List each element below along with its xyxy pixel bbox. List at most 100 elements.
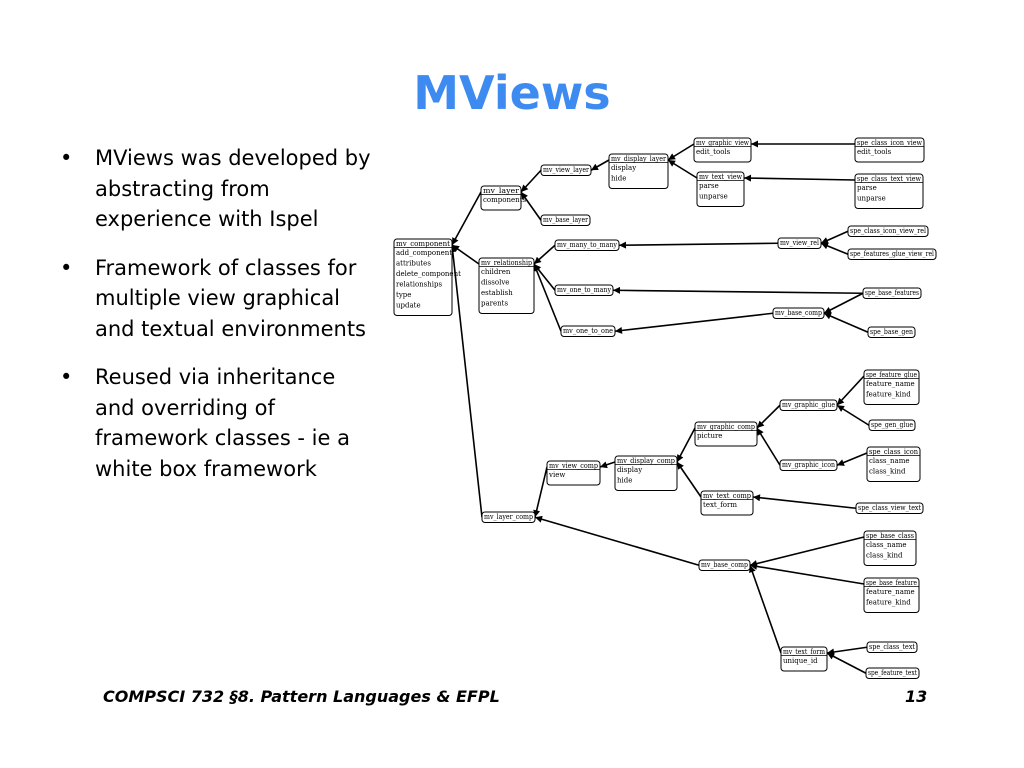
class-box-mv-view-rel: mv_view_rel	[777, 237, 822, 249]
class-attribute: hide	[617, 477, 632, 485]
class-box-frame	[866, 641, 918, 653]
inheritance-arrow	[520, 169, 542, 193]
class-box-spe-base-features: spe_base_features	[862, 287, 922, 299]
class-attribute: class_name	[866, 541, 906, 549]
class-attribute: children	[481, 268, 511, 276]
inheritance-arrow	[599, 461, 616, 469]
inheritance-arrow	[749, 564, 782, 654]
class-attribute: feature_kind	[866, 391, 911, 399]
class-attribute: unique_id	[783, 657, 818, 665]
class-box-frame	[854, 137, 925, 163]
class-box-frame	[700, 490, 754, 516]
class-box-mv-layer-comp: mv_layer_comp	[481, 511, 536, 523]
inheritance-arrow	[752, 494, 857, 510]
class-attribute: relationships	[396, 281, 442, 289]
inheritance-arrow	[756, 427, 781, 466]
inheritance-arrow	[667, 143, 695, 161]
bullet-list: •MViews was developed by abstracting fro…	[60, 143, 380, 502]
class-box-frame	[480, 185, 522, 211]
class-name: mv_base_comp	[701, 561, 748, 569]
inheritance-arrow	[612, 286, 864, 295]
class-attribute: class_name	[869, 457, 909, 465]
inheritance-arrow	[449, 244, 483, 518]
class-attribute: feature_kind	[866, 599, 911, 607]
class-name: mv_component	[396, 240, 450, 248]
inheritance-arrow	[533, 263, 562, 332]
inheritance-arrow	[590, 159, 610, 171]
class-box-spe-features-glue-view-rel: spe_features_glue_view_rel	[847, 248, 937, 260]
bullet-dot: •	[60, 365, 73, 389]
class-name: spe_class_text_view	[857, 175, 921, 183]
class-box-frame	[546, 460, 601, 486]
class-box-spe-class-icon-view-rel: spe_class_icon_view_rel	[847, 225, 929, 237]
class-box-spe-feature-text: spe_feature_text	[865, 667, 920, 679]
class-name: mv_one_to_one	[563, 327, 613, 335]
class-box-frame	[865, 667, 920, 679]
class-attribute: edit_tools	[696, 148, 731, 156]
class-attribute: edit_tools	[857, 148, 892, 156]
class-name: spe_base_feature	[866, 579, 917, 587]
class-name: spe_base_class	[866, 532, 914, 540]
class-attribute: class_kind	[869, 468, 906, 476]
class-name: mv_text_view	[699, 173, 742, 181]
class-attribute: hide	[611, 175, 626, 183]
inheritance-arrow	[836, 452, 868, 466]
class-attribute: text_form	[703, 501, 737, 509]
bullet-text: Framework of classes for multiple view g…	[95, 255, 367, 341]
class-box-frame	[867, 326, 916, 338]
class-name: mv_base_comp	[775, 309, 822, 317]
class-name: spe_base_gen	[870, 328, 913, 336]
class-box-frame	[554, 284, 614, 296]
class-attribute: parents	[481, 300, 508, 308]
bullet-dot: •	[60, 255, 73, 280]
class-box-mv-view-layer: mv_view_layer	[540, 164, 592, 176]
class-box-frame	[862, 287, 922, 299]
class-box-frame	[481, 511, 536, 523]
class-name: mv_text_form	[783, 648, 825, 656]
bullet-dot: •	[60, 146, 73, 170]
class-name: mv_view_comp	[549, 462, 598, 470]
class-name: spe_class_icon	[869, 448, 918, 456]
inheritance-arrow	[676, 427, 696, 463]
class-attribute: delete_component	[396, 270, 461, 278]
class-attribute: class_kind	[866, 552, 903, 560]
class-name: mv_view_layer	[543, 166, 590, 174]
class-box-mv-one-to-one: mv_one_to_one	[560, 325, 616, 337]
class-box-frame	[694, 421, 758, 447]
class-box-frame	[540, 164, 592, 176]
bullet-item: •MViews was developed by abstracting fro…	[60, 143, 380, 235]
class-box-frame	[847, 225, 929, 237]
class-attribute: unparse	[857, 195, 886, 203]
inheritance-arrow	[826, 652, 867, 674]
class-box-frame	[540, 214, 591, 226]
class-name: spe_class_view_text	[858, 504, 921, 512]
class-box-frame	[780, 646, 828, 672]
class-box-frame	[855, 502, 924, 514]
inheritance-arrow	[823, 292, 864, 314]
class-name: spe_feature_glue	[866, 371, 917, 379]
inheritance-arrow	[836, 375, 865, 406]
class-attribute: feature_name	[866, 588, 915, 596]
class-box-mv-one-to-many: mv_one_to_many	[554, 284, 614, 296]
class-name: mv_one_to_many	[557, 286, 611, 294]
class-name: mv_graphic_icon	[782, 461, 835, 469]
inheritance-arrow	[836, 404, 870, 426]
slide-title: MViews	[413, 66, 611, 120]
class-box-mv-many-to-many: mv_many_to_many	[554, 239, 620, 251]
class-box-mv-relationship: mv_relationshipchildrendissolveestablish…	[478, 257, 535, 314]
class-box-mv-graphic-glue: mv_graphic_glue	[779, 399, 838, 411]
class-name: mv_view_rel	[780, 239, 820, 247]
page-number: 13	[905, 687, 928, 706]
class-name: spe_class_text	[869, 643, 915, 651]
class-attribute: add_component	[396, 249, 452, 257]
class-box-frame	[772, 307, 825, 319]
class-name: spe_class_icon_view_rel	[850, 227, 927, 235]
class-name: spe_gen_glue	[871, 421, 913, 429]
